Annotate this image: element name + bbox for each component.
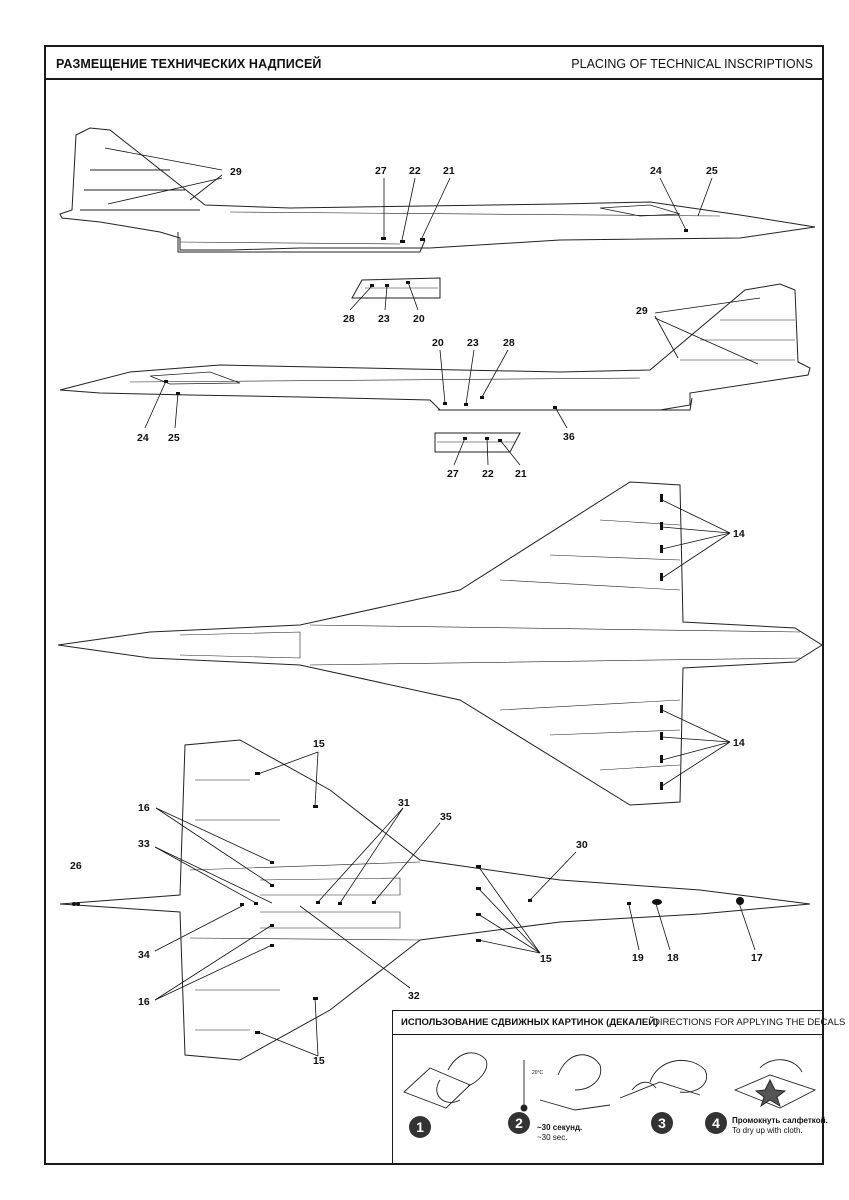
decal-directions-title-ru: ИСПОЛЬЗОВАНИЕ СДВИЖНЫХ КАРТИНОК (ДЕКАЛЕЙ…	[401, 1017, 659, 1028]
callout-34-bottom: 34	[138, 949, 150, 961]
step-1-illustration	[403, 1052, 488, 1109]
temperature-label: 20°C	[532, 1070, 544, 1076]
callout-27-side-1: 27	[375, 165, 387, 177]
bottom-view-airframe	[59, 739, 811, 1061]
callout-22-side-1: 22	[409, 165, 421, 177]
callout-29-side-2: 29	[636, 305, 648, 317]
callout-27-detail-2: 27	[447, 468, 459, 480]
callout-20-detail-1: 20	[413, 313, 425, 325]
step-4-note-ru: Промокнуть салфеткой.	[732, 1116, 828, 1125]
callout-33-bottom: 33	[138, 838, 150, 850]
step-2-note-ru: ~30 секунд.	[537, 1123, 583, 1132]
callout-15-bottom-lower: 15	[313, 1055, 325, 1067]
top-view-airframe	[57, 481, 823, 806]
step-3-number: 3	[651, 1112, 673, 1134]
callout-30-bottom: 30	[576, 839, 588, 851]
step-2-note: ~30 секунд. ~30 sec.	[537, 1123, 582, 1143]
step-4-number: 4	[705, 1112, 727, 1134]
callout-26-bottom: 26	[70, 860, 82, 872]
callout-21-side-1: 21	[443, 165, 455, 177]
step-4-illustration	[733, 1059, 817, 1109]
callout-35-bottom: 35	[440, 811, 452, 823]
step-4-note-en: To dry up with cloth.	[732, 1126, 803, 1135]
step-2-illustration	[520, 1054, 611, 1112]
callout-28-detail-1: 28	[343, 313, 355, 325]
step-2-note-en: ~30 sec.	[537, 1133, 568, 1142]
callout-32-bottom: 32	[408, 990, 420, 1002]
decal-directions-divider	[392, 1034, 824, 1035]
callout-31-bottom: 31	[398, 797, 410, 809]
callout-23-detail-1: 23	[378, 313, 390, 325]
callout-16-bottom-upper: 16	[138, 802, 150, 814]
side-view-right-tail	[59, 283, 811, 411]
callout-15-bottom-right: 15	[540, 953, 552, 965]
callout-18-bottom: 18	[667, 952, 679, 964]
title-russian: РАЗМЕЩЕНИЕ ТЕХНИЧЕСКИХ НАДПИСЕЙ	[56, 57, 322, 71]
callout-21-detail-2: 21	[515, 468, 527, 480]
callout-22-detail-2: 22	[482, 468, 494, 480]
decal-directions-box	[392, 1010, 824, 1165]
callout-20-side-2: 20	[432, 337, 444, 349]
step-3-illustration	[619, 1060, 707, 1099]
callout-25-side-1: 25	[706, 165, 718, 177]
callout-24-side-2: 24	[137, 432, 149, 444]
side-view-left-tail	[59, 127, 816, 253]
callout-19-bottom: 19	[632, 952, 644, 964]
header-divider	[44, 78, 824, 80]
callout-29-side-1: 29	[230, 166, 242, 178]
title-english: PLACING OF TECHNICAL INSCRIPTIONS	[571, 57, 813, 71]
callout-28-side-2: 28	[503, 337, 515, 349]
callout-36-side-2: 36	[563, 431, 575, 443]
callout-23-side-2: 23	[467, 337, 479, 349]
step-1-number: 1	[409, 1116, 431, 1138]
callout-14-top-upper: 14	[733, 528, 745, 540]
callout-15-bottom-upper: 15	[313, 738, 325, 750]
callout-24-side-1: 24	[650, 165, 662, 177]
callout-17-bottom: 17	[751, 952, 763, 964]
callout-14-top-lower: 14	[733, 737, 745, 749]
callout-25-side-2: 25	[168, 432, 180, 444]
step-4-note: Промокнуть салфеткой. To dry up with clo…	[732, 1116, 828, 1136]
callout-16-bottom-lower: 16	[138, 996, 150, 1008]
detail-view-1	[351, 277, 441, 299]
step-2-number: 2	[508, 1112, 530, 1134]
decal-directions-title-en: DIRECTIONS FOR APPLYING THE DECALS	[653, 1017, 846, 1028]
